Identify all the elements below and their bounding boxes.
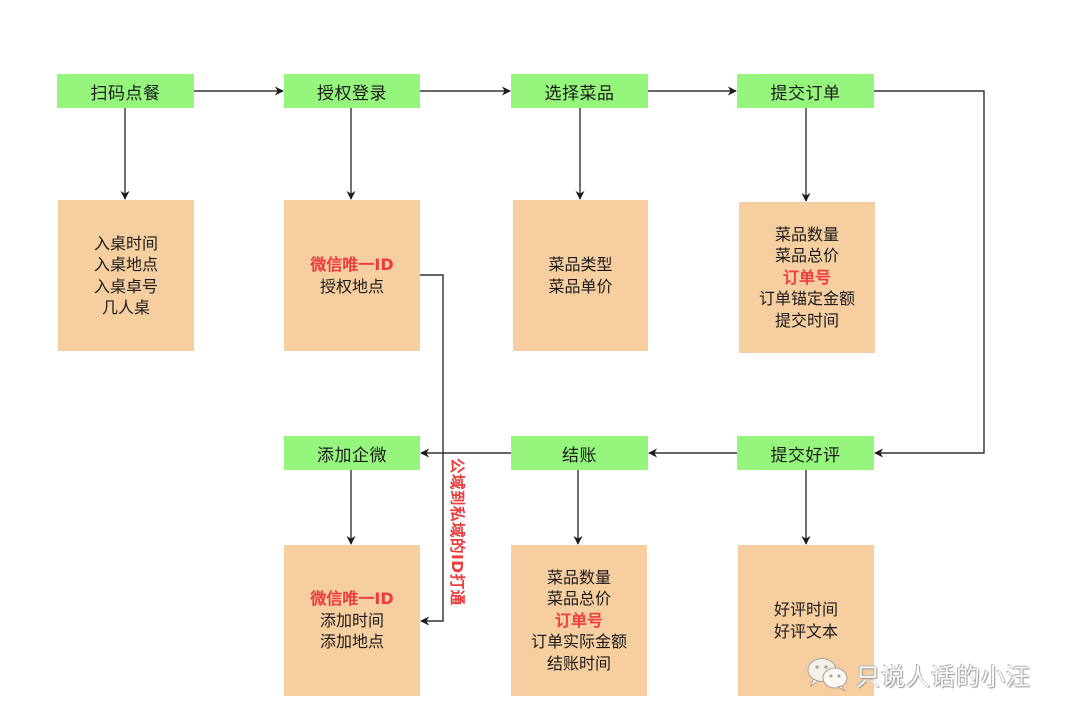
step-authorize-login: 授权登录 <box>284 74 420 108</box>
id-link-label: 公域到私域的ID打通 <box>448 458 466 606</box>
step-select-dishes: 选择菜品 <box>511 74 648 108</box>
step-label: 结账 <box>562 445 597 466</box>
detail-field: 授权地点 <box>319 276 384 296</box>
detail-field: 添加时间 <box>319 610 384 630</box>
detail-field: 菜品总价 <box>774 246 839 266</box>
step-add-wecom: 添加企微 <box>284 436 420 470</box>
wechat-icon <box>807 658 848 692</box>
detail-submit-review: 好评时间好评文本 <box>738 545 874 696</box>
watermark: 只说人话的小汪 <box>806 656 1031 692</box>
detail-checkout: 菜品数量菜品总价订单号订单实际金额结账时间 <box>511 545 647 696</box>
detail-field: 好评时间 <box>773 600 838 619</box>
step-label: 选择菜品 <box>544 83 615 104</box>
step-checkout: 结账 <box>511 436 648 470</box>
detail-field: 入桌卓号 <box>93 276 158 296</box>
step-label: 扫码点餐 <box>90 83 161 104</box>
step-submit-order: 提交订单 <box>737 74 874 108</box>
step-label: 提交订单 <box>770 83 841 104</box>
detail-field: 入桌地点 <box>93 255 158 274</box>
detail-field: 菜品数量 <box>546 567 611 587</box>
watermark-text: 只说人话的小汪 <box>856 662 1031 691</box>
step-label: 授权登录 <box>317 83 387 104</box>
detail-submit-order: 菜品数量菜品总价订单号订单锚定金额提交时间 <box>739 202 875 353</box>
detail-field-highlighted: 订单号 <box>554 610 603 630</box>
detail-field: 菜品单价 <box>548 276 613 296</box>
detail-field: 入桌时间 <box>93 233 158 253</box>
detail-select-dishes: 菜品类型菜品单价 <box>513 200 648 351</box>
detail-field-highlighted: 订单号 <box>782 267 831 287</box>
detail-field-highlighted: 微信唯一ID <box>310 255 394 274</box>
detail-field: 好评文本 <box>773 621 838 641</box>
detail-field: 结账时间 <box>546 653 611 673</box>
detail-field: 菜品数量 <box>774 224 839 244</box>
step-label: 添加企微 <box>317 445 387 466</box>
detail-field: 几人桌 <box>101 298 150 317</box>
step-submit-review: 提交好评 <box>737 436 874 470</box>
detail-authorize-login: 微信唯一ID 授权地点 <box>284 200 420 351</box>
detail-field: 添加地点 <box>319 632 384 652</box>
arrow-id-link <box>420 274 444 626</box>
detail-field-highlighted: 微信唯一ID <box>310 589 394 609</box>
detail-field: 订单锚定金额 <box>758 289 855 309</box>
detail-field: 菜品总价 <box>546 589 611 609</box>
detail-scan-order: 入桌时间入桌地点入桌卓号几人桌 <box>58 200 194 351</box>
arrow-submit-to-review <box>874 90 985 458</box>
detail-field: 提交时间 <box>774 310 839 330</box>
detail-field: 订单实际金额 <box>530 632 627 652</box>
step-label: 提交好评 <box>770 445 841 466</box>
detail-field: 菜品类型 <box>548 255 613 274</box>
step-scan-order: 扫码点餐 <box>57 74 194 108</box>
